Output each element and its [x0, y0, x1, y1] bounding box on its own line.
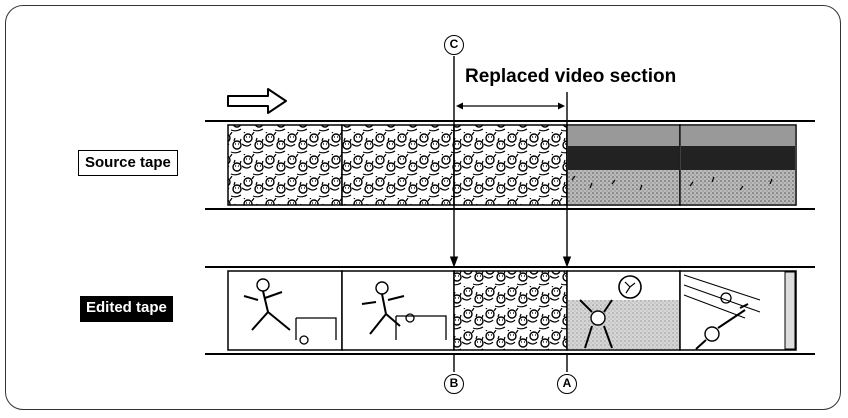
source-frame-2: [342, 125, 454, 205]
source-tape-label: Source tape: [78, 150, 178, 176]
marker-c: C: [444, 35, 464, 55]
edited-frame-1: [228, 271, 342, 350]
marker-a: A: [557, 374, 577, 394]
source-frame-5: [680, 125, 796, 205]
edited-frame-5: [680, 271, 796, 350]
source-frame-1: [228, 125, 342, 205]
source-frame-4: [567, 125, 680, 205]
source-tape: [205, 121, 815, 209]
edited-tape: [205, 267, 815, 354]
edited-frame-3: [454, 271, 567, 350]
direction-arrow-icon: [228, 89, 286, 113]
edited-frame-2: [342, 271, 454, 350]
marker-b: B: [444, 374, 464, 394]
source-frame-3: [454, 125, 567, 205]
edited-tape-label: Edited tape: [80, 296, 173, 322]
replaced-video-section-title: Replaced video section: [465, 66, 676, 88]
edited-frame-4: [567, 271, 680, 350]
replaced-section-span-arrow: [456, 103, 565, 110]
